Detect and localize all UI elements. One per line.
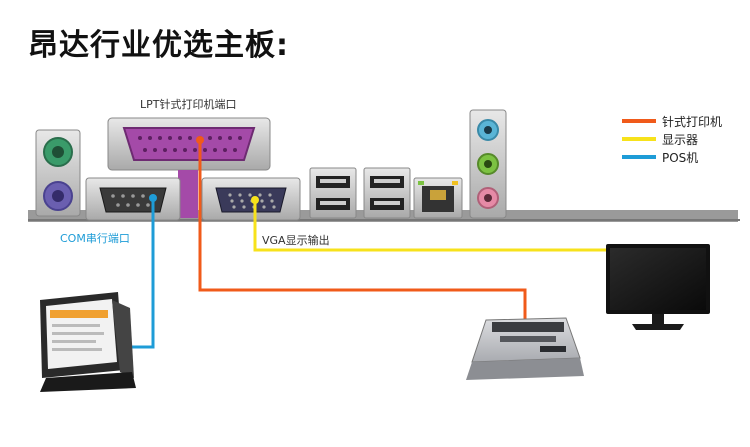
- monitor-connection-line: [253, 200, 612, 252]
- vga-output-label: VGA显示输出: [262, 234, 330, 247]
- legend: 针式打印机 显示器 POS机: [622, 112, 722, 166]
- dot-matrix-printer-icon: [466, 317, 584, 380]
- usb-port-stack-2: [363, 167, 411, 219]
- page-title: 昂达行业优选主板:: [28, 28, 289, 63]
- lan-port: [413, 177, 463, 219]
- printer-connection-line: [198, 140, 527, 322]
- printer-connection-dot: [196, 136, 204, 144]
- audio-jack-stack: [469, 109, 507, 219]
- legend-swatch-printer: [622, 119, 656, 123]
- ps2-port-stack: [35, 129, 81, 217]
- pos-terminal-icon: [40, 292, 136, 392]
- lpt-port: [107, 117, 271, 218]
- legend-item-pos: POS机: [622, 148, 722, 166]
- legend-swatch-monitor: [622, 137, 656, 141]
- monitor-connection-dot: [251, 196, 259, 204]
- com-port-label: COM串行端口: [60, 232, 130, 245]
- pos-connection-line: [132, 198, 155, 349]
- legend-text-monitor: 显示器: [662, 132, 699, 147]
- legend-item-monitor: 显示器: [622, 130, 722, 148]
- lpt-port-label: LPT针式打印机端口: [140, 98, 237, 111]
- monitor-icon: [606, 244, 710, 330]
- legend-item-printer: 针式打印机: [622, 112, 722, 130]
- com-port: [85, 177, 181, 221]
- legend-swatch-pos: [622, 155, 656, 159]
- pos-connection-dot: [149, 194, 157, 202]
- legend-text-pos: POS机: [662, 150, 699, 165]
- connection-lines: [132, 136, 612, 349]
- usb-port-stack-1: [309, 167, 357, 219]
- vga-port: [201, 177, 301, 221]
- legend-text-printer: 针式打印机: [662, 114, 723, 129]
